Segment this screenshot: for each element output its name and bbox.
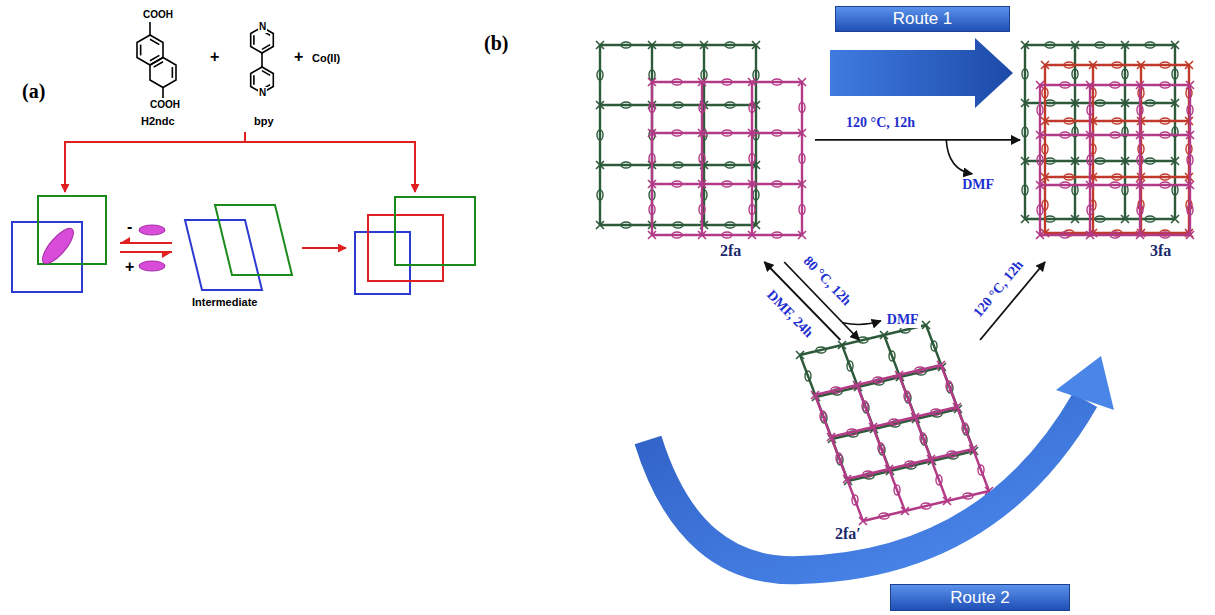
condition-label: DMF, 24h xyxy=(762,285,818,342)
ring xyxy=(150,58,176,88)
route-arrow xyxy=(648,400,1085,570)
bond xyxy=(261,53,263,67)
intermediate-frames xyxy=(185,205,292,290)
bond xyxy=(149,22,151,35)
interpenetrated-squares xyxy=(12,196,106,292)
framework-node: 2fa xyxy=(595,40,815,262)
route-arrow xyxy=(830,38,1013,108)
atom-label: N xyxy=(258,87,267,99)
molecule-structures xyxy=(137,22,273,98)
node-text: Route 2 xyxy=(950,588,1010,608)
red-bracket xyxy=(65,132,415,192)
framework-node: 3fa xyxy=(1020,40,1205,262)
framework-net xyxy=(811,361,993,525)
condition-label: 80 °C, 12h xyxy=(799,251,856,310)
framework-net xyxy=(648,78,806,239)
byproduct-arrow xyxy=(946,140,972,174)
route-banner: Route 1 xyxy=(835,6,1010,32)
framework-net xyxy=(1036,81,1194,239)
intermediate-label: Intermediate xyxy=(192,296,257,309)
framework-net xyxy=(596,41,760,229)
double-bond xyxy=(140,45,142,56)
framework-net xyxy=(1041,61,1193,237)
double-bond xyxy=(253,75,255,84)
node-text: 2fa′ xyxy=(835,525,861,543)
equilibrium-arrows xyxy=(120,237,172,258)
framework-net xyxy=(796,321,978,485)
atom-label: N xyxy=(258,21,267,33)
reaction-arrow xyxy=(815,139,1020,141)
condition-label: 120 °C, 12h xyxy=(969,256,1028,322)
formula-group: COOH xyxy=(150,99,180,111)
compound-name: H2ndc xyxy=(141,115,175,128)
plus-sign: + xyxy=(294,48,303,66)
byproduct-label: DMF xyxy=(885,312,921,328)
guest-molecule xyxy=(139,261,165,271)
byproduct-arrow xyxy=(843,321,881,325)
node-text: 2fa xyxy=(720,242,741,260)
bond xyxy=(162,88,164,99)
formula-group: COOH xyxy=(143,9,173,21)
route-banner: Route 2 xyxy=(890,584,1070,611)
double-bond xyxy=(172,67,174,78)
node-text: Route 1 xyxy=(893,9,953,29)
node-text: 3fa xyxy=(1150,242,1171,260)
double-bond xyxy=(154,62,163,67)
byproduct-label: DMF xyxy=(960,177,996,193)
double-bond xyxy=(253,35,255,44)
plus-sign: + xyxy=(125,258,134,276)
framework-structures xyxy=(596,41,1194,525)
panel-letter: (a) xyxy=(22,80,45,103)
compound-name: bpy xyxy=(254,115,274,128)
threefold-squares xyxy=(355,197,475,294)
minus-sign: - xyxy=(127,218,132,236)
double-bond xyxy=(262,71,270,76)
framework-node: 2fa′ xyxy=(790,340,1000,545)
panel-letter: (b) xyxy=(484,32,508,55)
condition-label: 120 °C, 12h xyxy=(844,115,917,131)
guest-molecule xyxy=(139,225,165,235)
double-bond xyxy=(150,39,159,44)
double-bond xyxy=(262,45,270,50)
route-arrow-head xyxy=(1056,356,1114,410)
red-arrow xyxy=(302,247,346,249)
plus-sign: + xyxy=(210,48,219,66)
metal-ion: Co(II) xyxy=(312,52,340,65)
